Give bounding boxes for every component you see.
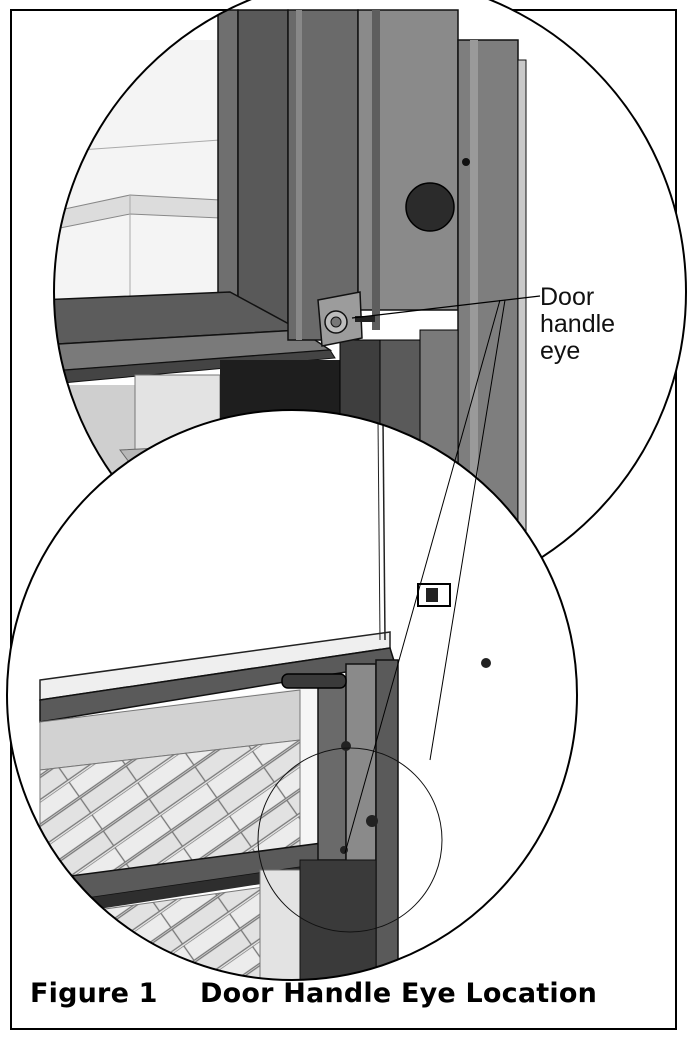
door-handle-eye-callout: Door handle eye: [540, 283, 616, 365]
figure-caption: Figure 1 Door Handle Eye Location: [30, 978, 597, 1009]
figure-number: Figure 1: [30, 978, 158, 1009]
figure-title: Door Handle Eye Location: [200, 978, 598, 1009]
overview-view: [7, 410, 577, 980]
